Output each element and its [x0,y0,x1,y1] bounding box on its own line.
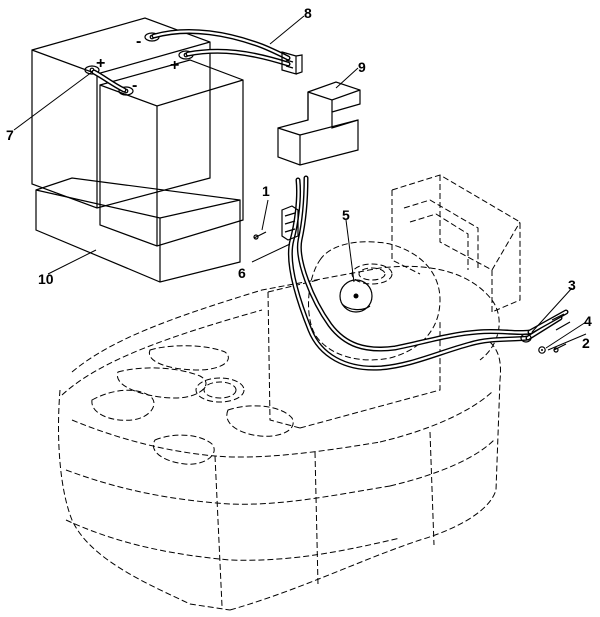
front-plus-sign: + [96,55,105,72]
front-battery [84,59,244,247]
leader-lines [13,15,587,351]
washer [538,346,546,354]
battery-cable-assembly [151,29,303,75]
machine-body [58,174,521,611]
screw [253,231,267,240]
callout-7: 7 [6,127,14,143]
bracket [277,81,361,166]
callout-6: 6 [238,265,246,281]
callout-10: 10 [38,271,54,287]
wiring-harness [281,175,533,371]
callout-1: 1 [262,183,270,199]
harness-connector [281,205,299,241]
screw-nut [553,343,567,353]
front-minus-sign: - [132,77,137,94]
rear-minus-sign: - [136,33,141,50]
callout-9: 9 [358,59,366,75]
callout-4: 4 [584,313,592,329]
callout-3: 3 [568,277,576,293]
rear-battery [31,17,211,209]
harness-exit-cables [520,309,571,343]
front-battery-positive-terminal [84,65,100,75]
float-switch [339,279,373,313]
callout-2: 2 [582,335,590,351]
rear-plus-sign: + [170,57,179,74]
callout-5: 5 [342,207,350,223]
battery-tray [35,177,241,283]
front-battery-negative-terminal [118,86,134,96]
callout-8: 8 [304,5,312,21]
